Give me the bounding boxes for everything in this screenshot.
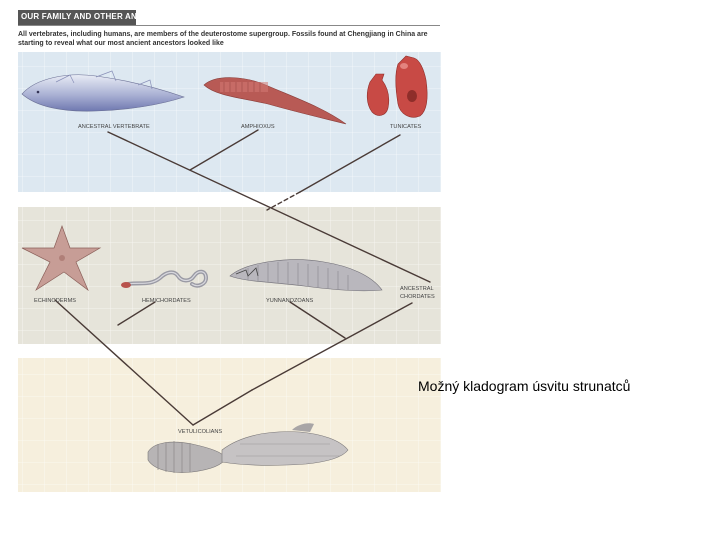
label-ancestral-chordates-line2: CHORDATES xyxy=(400,294,435,300)
label-ancestral-chordates-line1: ANCESTRAL xyxy=(400,286,434,292)
slide-caption: Možný kladogram úsvitu strunatců xyxy=(418,378,630,394)
label-echinoderms: ECHINODERMS xyxy=(34,298,76,304)
label-hemichordates: HEMICHORDATES xyxy=(142,298,191,304)
label-amphioxus: AMPHIOXUS xyxy=(241,124,275,130)
label-vetulicolians: VETULICOLIANS xyxy=(178,429,222,435)
label-tunicates: TUNICATES xyxy=(390,124,422,130)
label-ancestral-vertebrate: ANCESTRAL VERTEBRATE xyxy=(78,124,150,130)
label-yunnanozoans: YUNNANOZOANS xyxy=(266,298,314,304)
